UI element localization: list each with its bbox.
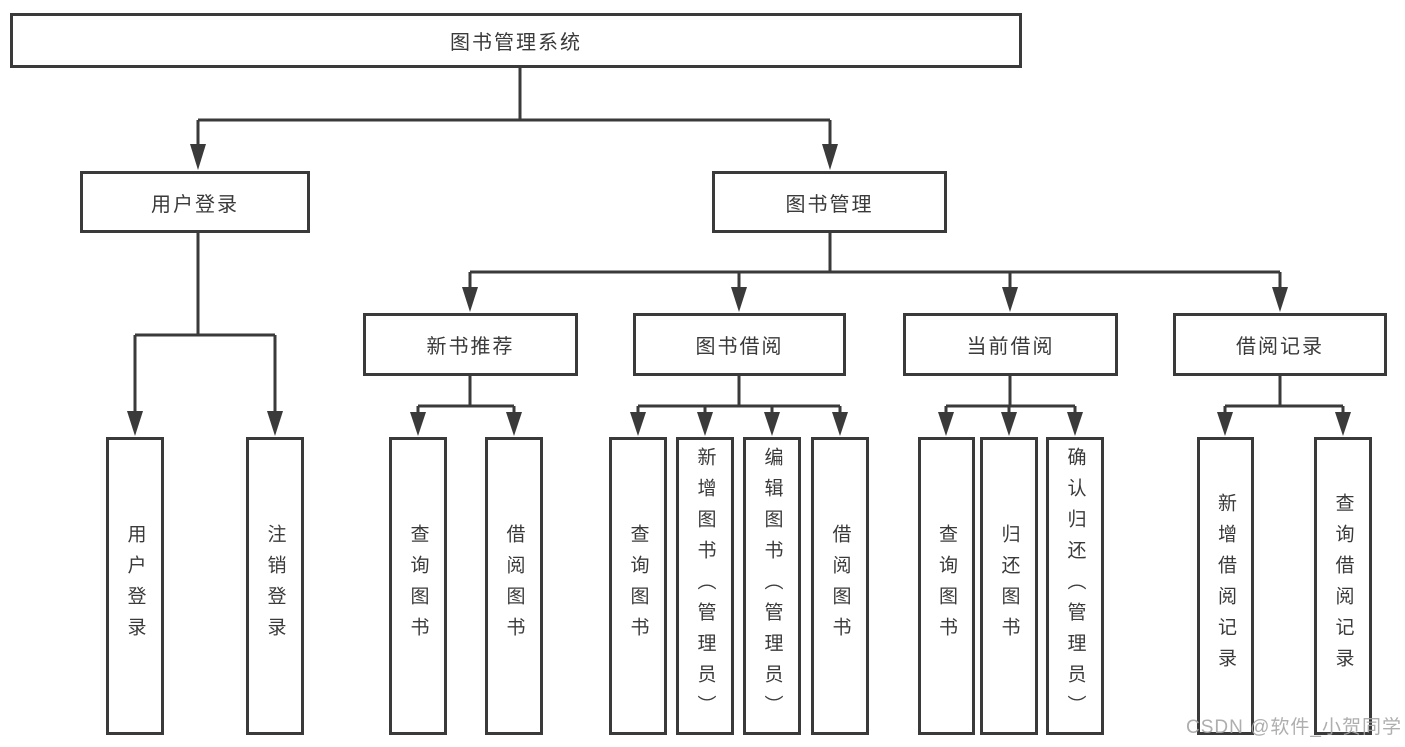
leaf-query-borrow-record: 查询借阅记录 [1314, 437, 1372, 735]
leaf-logout: 注销登录 [246, 437, 304, 735]
csdn-watermark: CSDN @软件_小贺同学 [1186, 717, 1402, 738]
leaf-query-books-borrow: 查询图书 [609, 437, 667, 735]
node-book-borrow: 图书借阅 [633, 313, 846, 376]
node-borrow-records: 借阅记录 [1173, 313, 1387, 376]
node-book-management: 图书管理 [712, 171, 947, 233]
leaf-query-books-current: 查询图书 [918, 437, 975, 735]
leaf-add-books-admin: 新增图书（管理员） [676, 437, 734, 735]
node-new-book-recommend: 新书推荐 [363, 313, 578, 376]
leaf-borrow-books-recommend: 借阅图书 [485, 437, 543, 735]
node-current-borrow: 当前借阅 [903, 313, 1118, 376]
leaf-add-borrow-record: 新增借阅记录 [1197, 437, 1254, 735]
node-user-login: 用户登录 [80, 171, 310, 233]
node-root-library-management-system: 图书管理系统 [10, 13, 1022, 68]
leaf-confirm-return-admin: 确认归还（管理员） [1046, 437, 1104, 735]
leaf-query-books-recommend: 查询图书 [389, 437, 447, 735]
leaf-edit-books-admin: 编辑图书（管理员） [743, 437, 801, 735]
leaf-user-login: 用户登录 [106, 437, 164, 735]
leaf-borrow-books: 借阅图书 [811, 437, 869, 735]
leaf-return-books: 归还图书 [980, 437, 1038, 735]
